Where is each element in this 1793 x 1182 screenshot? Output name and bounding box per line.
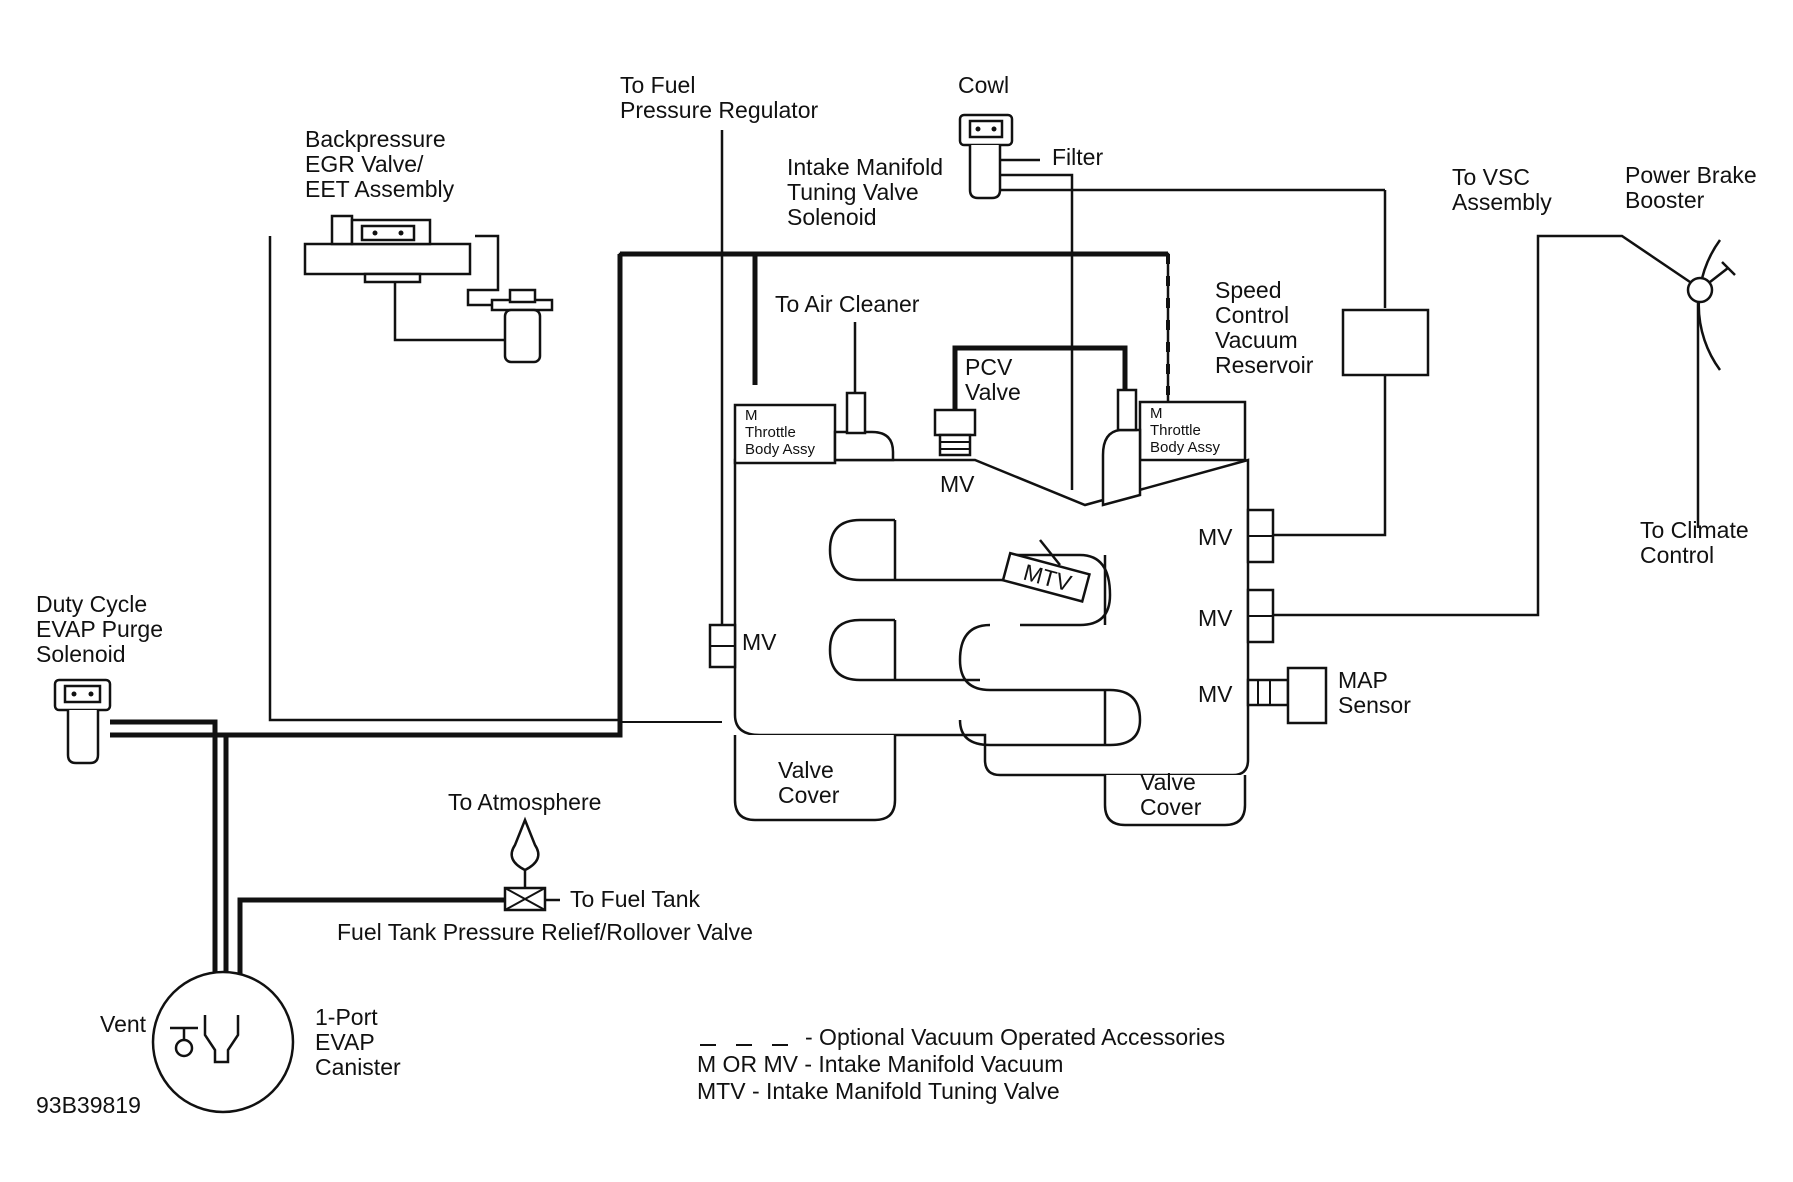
- air-cleaner-label: To Air Cleaner: [775, 291, 920, 317]
- map-label-2: Sensor: [1338, 692, 1411, 718]
- runner-1: [828, 518, 1080, 582]
- backpressure-label-2: EGR Valve/: [305, 151, 424, 177]
- map-label-1: MAP: [1338, 667, 1388, 693]
- text-labels: Backpressure EGR Valve/ EET Assembly To …: [36, 72, 1757, 1118]
- reservoir-label-1: Speed: [1215, 277, 1282, 303]
- purge-vacuum-hose: [226, 254, 623, 738]
- reservoir-label-3: Vacuum: [1215, 327, 1298, 353]
- mv-label-right-1: MV: [1198, 524, 1233, 550]
- egr-valve-assembly: [303, 214, 554, 364]
- valve-cover-left-label-1: Valve: [778, 757, 834, 783]
- mv-label-left: MV: [742, 629, 777, 655]
- legend-item-2: M OR MV - Intake Manifold Vacuum: [697, 1051, 1063, 1077]
- throttle-body-right: M Throttle Body Assy: [1101, 388, 1247, 507]
- brake-booster-hose: [1272, 234, 1691, 617]
- vsc-label-2: Assembly: [1452, 189, 1552, 215]
- evap-purge-label-2: EVAP Purge: [36, 616, 163, 642]
- filter-label: Filter: [1052, 144, 1103, 170]
- mtv-valve: [1001, 551, 1091, 603]
- fuel-regulator-label-1: To Fuel: [620, 72, 695, 98]
- mv-label-right-3: MV: [1198, 681, 1233, 707]
- canister-label-2: EVAP: [315, 1029, 375, 1055]
- relief-rollover-valve: [503, 816, 560, 912]
- relief-valve-label: Fuel Tank Pressure Relief/Rollover Valve: [337, 919, 753, 945]
- engine-manifold: MTV: [733, 458, 1250, 827]
- legend-item-1: - Optional Vacuum Operated Accessories: [805, 1024, 1225, 1050]
- vent-label: Vent: [100, 1011, 147, 1037]
- atmosphere-label: To Atmosphere: [448, 789, 601, 815]
- imtv-hose-1: [1000, 173, 1074, 490]
- svg-text:Body Assy: Body Assy: [745, 441, 816, 458]
- canister-label-1: 1-Port: [315, 1004, 378, 1030]
- evap-hose-2: [110, 732, 229, 975]
- power-brake-booster: [1686, 239, 1736, 371]
- optional-accessory-lines: [753, 254, 1170, 395]
- pcv-valve: [933, 408, 977, 457]
- backpressure-label-1: Backpressure: [305, 126, 446, 152]
- evap-hose-1: [110, 719, 218, 975]
- figure-id: 93B39819: [36, 1092, 141, 1118]
- canister-label-3: Canister: [315, 1054, 401, 1080]
- mv-label-top: MV: [940, 471, 975, 497]
- valve-cover-left-label-2: Cover: [778, 782, 840, 808]
- throttle-body-left: M Throttle Body Assy: [733, 391, 895, 465]
- imtv-label-1: Intake Manifold: [787, 154, 943, 180]
- pcv-label-1: PCV: [965, 354, 1013, 380]
- imtv-solenoid: [958, 113, 1014, 200]
- legend-item-3: MTV - Intake Manifold Tuning Valve: [697, 1078, 1060, 1104]
- fuel-tank-label: To Fuel Tank: [570, 886, 700, 912]
- egr-transducer-hose-2: [466, 234, 505, 307]
- fuel-regulator-label-2: Pressure Regulator: [620, 97, 818, 123]
- vacuum-hoses: [110, 130, 1700, 975]
- map-sensor: [1286, 666, 1328, 725]
- climate-label-1: To Climate: [1640, 517, 1749, 543]
- backpressure-label-3: EET Assembly: [305, 176, 455, 202]
- svg-text:Throttle: Throttle: [1150, 422, 1201, 439]
- mv-port-right-3: [1246, 678, 1290, 707]
- brake-booster-label-1: Power Brake: [1625, 162, 1757, 188]
- reservoir-label-4: Reservoir: [1215, 352, 1314, 378]
- evap-canister: [151, 970, 295, 1114]
- speed-control-reservoir: [1341, 308, 1430, 377]
- vsc-label-1: To VSC: [1452, 164, 1530, 190]
- valve-cover-right: [1103, 775, 1247, 827]
- brake-booster-label-2: Booster: [1625, 187, 1705, 213]
- svg-text:M: M: [1150, 405, 1163, 422]
- svg-text:Throttle: Throttle: [745, 424, 796, 441]
- reservoir-label-2: Control: [1215, 302, 1289, 328]
- valve-cover-right-label-1: Valve: [1140, 769, 1196, 795]
- runner-3: [1015, 553, 1112, 627]
- svg-text:Body Assy: Body Assy: [1150, 439, 1221, 456]
- cowl-label: Cowl: [958, 72, 1009, 98]
- climate-label-2: Control: [1640, 542, 1714, 568]
- evap-purge-label-3: Solenoid: [36, 641, 126, 667]
- runner-4: [958, 623, 1142, 747]
- reservoir-to-mv: [1272, 375, 1387, 537]
- pcv-label-2: Valve: [965, 379, 1021, 405]
- egr-transducer-hose: [393, 280, 505, 342]
- svg-text:M: M: [745, 407, 758, 424]
- mv-label-right-2: MV: [1198, 605, 1233, 631]
- evap-purge-solenoid: [53, 678, 112, 765]
- pcv-hose: [952, 345, 1128, 410]
- valve-cover-right-label-2: Cover: [1140, 794, 1202, 820]
- evap-purge-label-1: Duty Cycle: [36, 591, 147, 617]
- runner-2: [828, 618, 980, 682]
- imtv-label-2: Tuning Valve: [787, 179, 919, 205]
- manifold-body: [733, 458, 1250, 777]
- valve-cover-left: [733, 735, 897, 822]
- relief-valve-hose: [237, 897, 505, 975]
- imtv-label-3: Solenoid: [787, 204, 877, 230]
